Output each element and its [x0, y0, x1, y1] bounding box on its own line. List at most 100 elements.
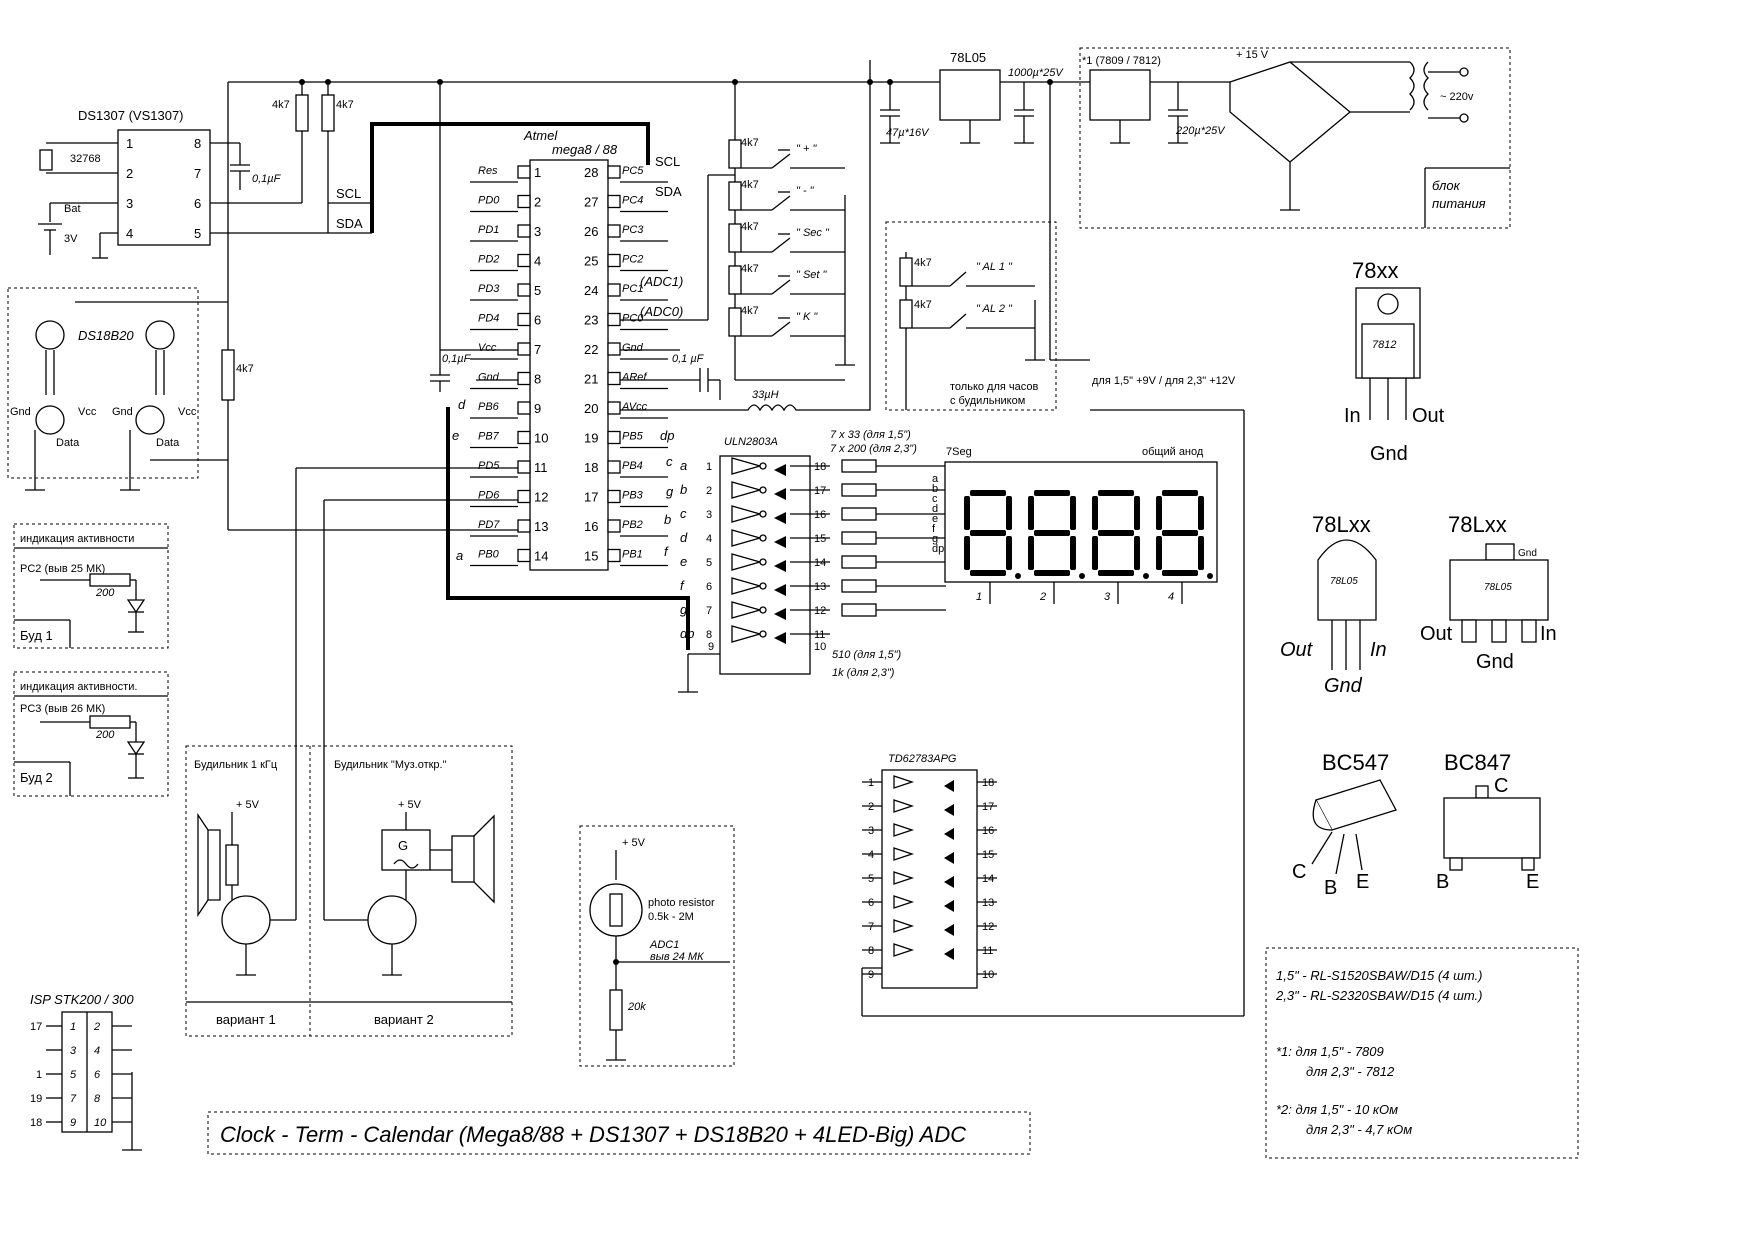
svg-text:78Lxx: 78Lxx: [1448, 512, 1507, 537]
alarm-button-label: " AL 1 ": [976, 261, 1013, 273]
mcu-pin-name: PB1: [622, 549, 643, 561]
mcu-pin-name: PD6: [478, 490, 500, 502]
svg-text:4: 4: [126, 226, 133, 241]
mcu-pin-name: PB6: [478, 401, 500, 413]
package-78xx: 78xx 7812 In Out Gnd: [1344, 258, 1445, 465]
mcu-pin-number: 28: [584, 165, 598, 180]
mcu-pin-number: 23: [584, 313, 598, 328]
uln-inverter-dot: [759, 606, 767, 614]
button-switch: [771, 195, 791, 211]
display-digit-number: 1: [976, 591, 982, 603]
display-dp: [1015, 573, 1021, 579]
display-segment: [970, 530, 1006, 536]
svg-text:0.5k - 2M: 0.5k - 2M: [648, 911, 694, 923]
uln-input-letter: dp: [680, 626, 694, 641]
uln-buffer: [731, 481, 763, 499]
mcu-pin-box: [607, 165, 621, 179]
svg-text:Gnd: Gnd: [112, 406, 133, 418]
uln-input-letter: a: [680, 458, 687, 473]
svg-text:*1: для 1,5" - 7809: *1: для 1,5" - 7809: [1276, 1044, 1384, 1059]
segment-letter: e: [452, 428, 459, 443]
crystal-label: 32768: [70, 153, 101, 165]
mcu-pin-box: [517, 342, 531, 356]
segment-letter: g: [666, 484, 674, 499]
svg-text:BC547: BC547: [1322, 750, 1389, 775]
svg-text:индикация активности.: индикация активности.: [20, 681, 137, 693]
svg-text:2,3" - RL-S2320SBAW/D15 (4 шт.: 2,3" - RL-S2320SBAW/D15 (4 шт.): [1275, 988, 1482, 1003]
mcu-pin-number: 8: [534, 372, 541, 387]
svg-text:7812: 7812: [1372, 339, 1396, 351]
svg-text:E: E: [1356, 871, 1369, 893]
bud1-label: Буд 1: [20, 628, 53, 643]
td-pin-number: 8: [868, 945, 874, 957]
mcu-pin-name: PD7: [478, 519, 500, 531]
segment-bus: [446, 407, 690, 650]
display-segment: [1098, 530, 1134, 536]
alarm-button-label: " AL 2 ": [976, 303, 1013, 315]
svg-text:200: 200: [95, 729, 115, 741]
mcu-pin-box: [517, 548, 531, 563]
display-segment: [1034, 570, 1070, 576]
svg-text:+ 5V: + 5V: [622, 837, 646, 849]
td-diode: [944, 876, 954, 888]
uln-input-letter: g: [680, 602, 688, 617]
mcu-pin-box: [607, 283, 621, 297]
segment-letter: d: [458, 397, 466, 412]
mcu-pin-number: 3: [534, 224, 541, 239]
uln-pin-number: 8: [706, 629, 712, 641]
mcu-pin-box: [607, 253, 621, 268]
display-segment: [1028, 496, 1034, 530]
display-segment: [1162, 490, 1198, 496]
isp-pin: 5: [70, 1069, 77, 1081]
svg-text:0,1 µF: 0,1 µF: [672, 353, 705, 365]
svg-text:(ADC0): (ADC0): [640, 304, 683, 319]
mcu-pin-number: 17: [584, 490, 598, 505]
mcu-pin-name: PC3: [622, 224, 644, 236]
package-bc847: BC847 C B E: [1436, 750, 1541, 893]
td-pin-number: 9: [868, 969, 874, 981]
svg-text:Gnd: Gnd: [10, 406, 31, 418]
segment-resistor: [841, 555, 877, 569]
svg-text:C: C: [1292, 861, 1306, 883]
block-label-1: блок: [1432, 178, 1461, 193]
mcu-pin-name: PB4: [622, 460, 643, 472]
uln-pin-number: 12: [814, 605, 826, 617]
mcu-pin-number: 7: [534, 342, 541, 357]
display-segment: [1156, 536, 1162, 570]
td-buffer: [893, 871, 915, 885]
segment-resistor: [841, 579, 877, 593]
svg-text:Out: Out: [1280, 639, 1314, 661]
mcu-pin-name: Vcc: [478, 342, 497, 354]
mcu-pin-box: [607, 430, 621, 445]
alarm-resistor-label: 4k7: [914, 257, 932, 269]
alarm-buttons: 4k7" AL 1 "4k7" AL 2 " только для часов …: [885, 221, 1057, 411]
mcu-pin-number: 15: [584, 549, 598, 564]
package-bc547: BC547 C B E: [1292, 750, 1397, 899]
segment-resistor: [841, 459, 877, 473]
td-pin-number: 16: [982, 825, 994, 837]
variant1-label: вариант 1: [216, 1012, 276, 1027]
display-segment-input: dp: [932, 543, 944, 555]
uln-buffer: [731, 553, 763, 571]
svg-text:In: In: [1540, 623, 1557, 645]
mcu-pin-name: PB7: [478, 431, 500, 443]
battery-voltage: 3V: [64, 233, 78, 245]
display-segment-input: e: [932, 513, 938, 525]
uln-input-letter: f: [680, 578, 685, 593]
td-pin-number: 15: [982, 849, 994, 861]
mcu-pin-name: PC1: [622, 283, 643, 295]
display-segment: [1134, 496, 1140, 530]
mcu-pin-box: [607, 371, 621, 386]
display-digit-number: 4: [1168, 591, 1174, 603]
ds1307-pin-labels: 1 2 3 4 8 7 6 5: [126, 136, 201, 241]
isp-pin: 10: [94, 1117, 107, 1129]
mcu-pin-number: 24: [584, 283, 598, 298]
isp-pin: 7: [70, 1093, 77, 1105]
reg1-label: 78L05: [950, 50, 986, 65]
display-segment: [1156, 496, 1162, 530]
svg-text:+ 5V: + 5V: [398, 799, 422, 811]
svg-text:18: 18: [30, 1117, 42, 1129]
button-resistor-label: 4k7: [741, 305, 759, 317]
mcu-pin-number: 6: [534, 313, 541, 328]
